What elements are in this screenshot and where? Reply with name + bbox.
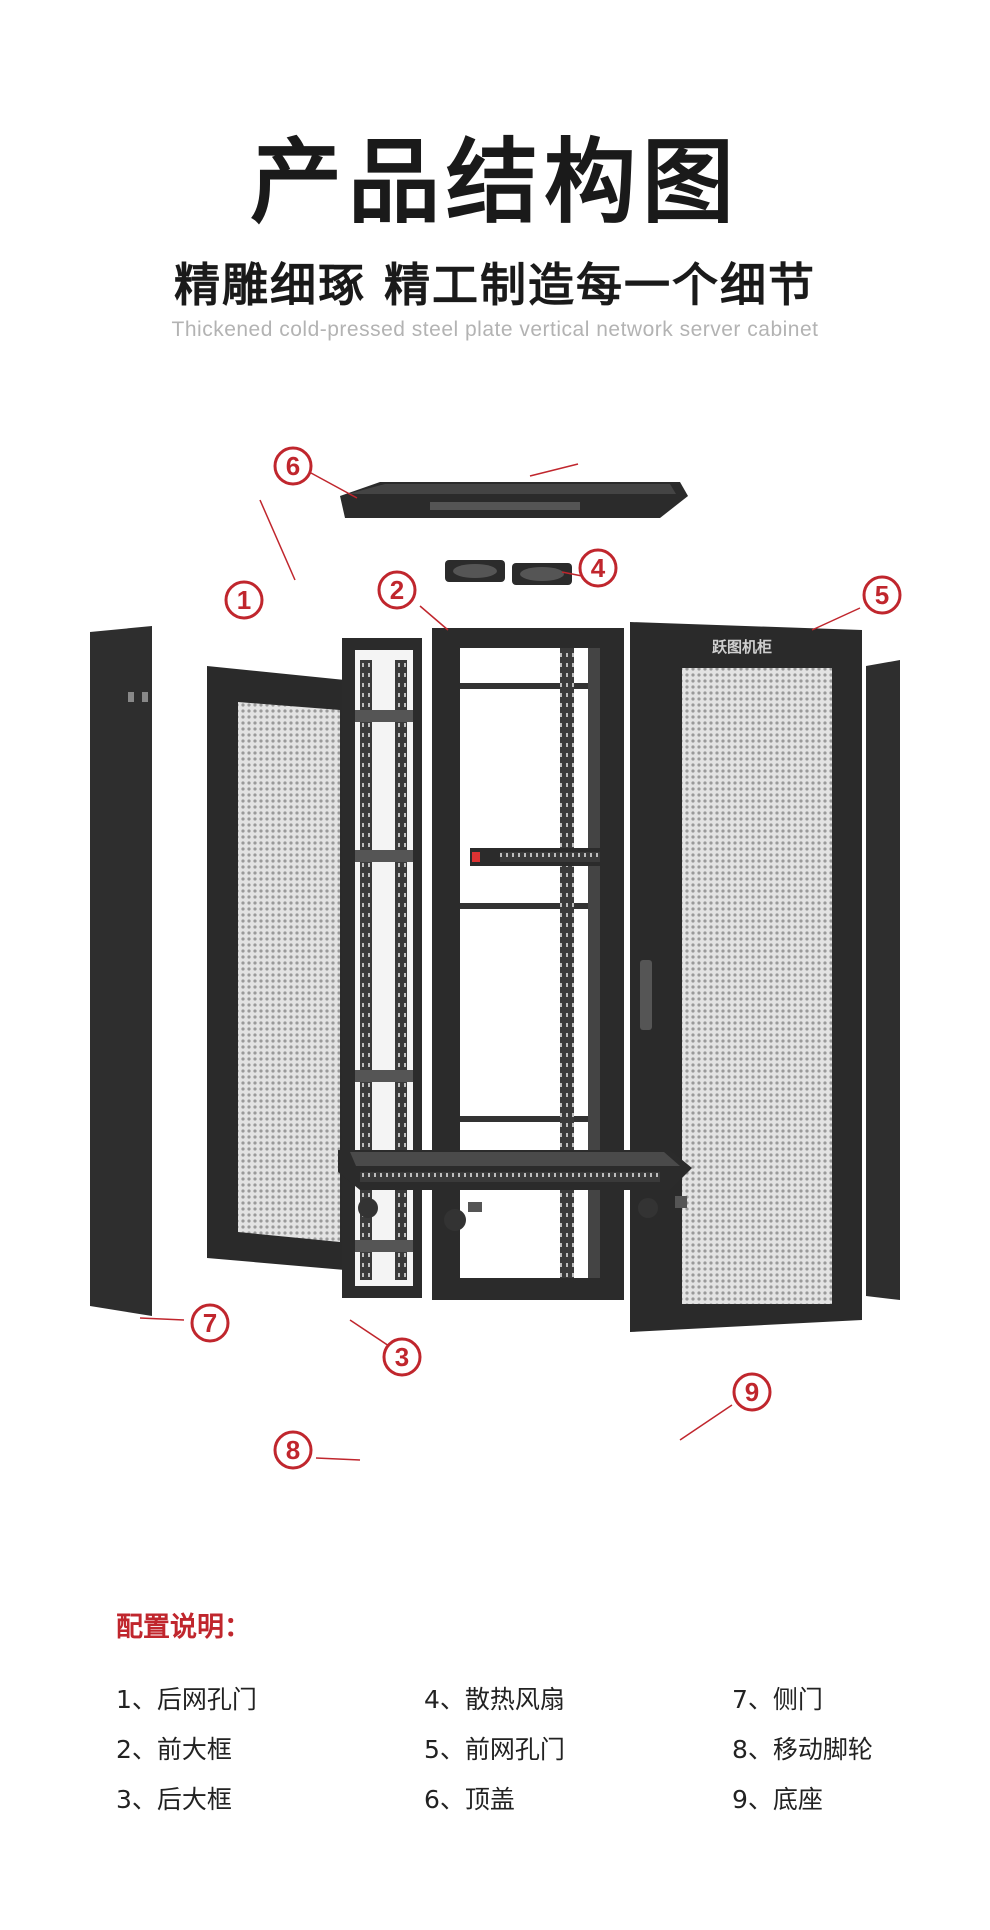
config-heading: 配置说明：: [116, 1612, 251, 1643]
svg-text:8: 8: [286, 1435, 300, 1465]
callout-5: 5: [862, 575, 902, 615]
front-frame: [432, 628, 624, 1300]
svg-text:3: 3: [395, 1342, 409, 1372]
rear-mesh-door: [207, 666, 345, 1270]
callout-6: 6: [273, 446, 313, 486]
legend-item-7: 7、侧门: [732, 1685, 823, 1714]
legend-item-2: 2、前大框: [116, 1735, 232, 1764]
cooling-fans: [445, 560, 572, 585]
callout-9: 9: [732, 1372, 772, 1412]
door-brand-text: 跃图机柜: [712, 638, 772, 656]
cabinet-exploded-diagram: 跃图机柜 6 4 1 2 5 7 3 8 9: [90, 446, 902, 1470]
casters: [358, 1196, 687, 1231]
rear-frame: [342, 638, 422, 1298]
front-mesh-door: 跃图机柜: [630, 622, 900, 1332]
callout-7: 7: [190, 1303, 230, 1343]
cabinet-base: [338, 1150, 692, 1190]
svg-text:5: 5: [875, 580, 889, 610]
side-door: [90, 626, 152, 1316]
callout-2: 2: [377, 570, 417, 610]
page-title: 产品结构图: [249, 129, 740, 236]
legend-item-4: 4、散热风扇: [424, 1685, 565, 1714]
legend-item-1: 1、后网孔门: [116, 1685, 257, 1714]
svg-text:4: 4: [591, 553, 606, 583]
top-cover: [340, 482, 688, 518]
callout-8: 8: [273, 1430, 313, 1470]
legend-item-9: 9、底座: [732, 1785, 823, 1814]
svg-text:7: 7: [203, 1308, 217, 1338]
legend-item-5: 5、前网孔门: [424, 1735, 565, 1764]
svg-text:6: 6: [286, 451, 300, 481]
callout-3: 3: [382, 1337, 422, 1377]
svg-text:9: 9: [745, 1377, 759, 1407]
callout-1: 1: [224, 580, 264, 620]
legend-item-3: 3、后大框: [116, 1785, 232, 1814]
page-subtitle: 精雕细琢 精工制造每一个细节: [173, 258, 816, 312]
legend-item-6: 6、顶盖: [424, 1785, 515, 1814]
svg-text:2: 2: [390, 575, 404, 605]
callout-4: 4: [578, 548, 618, 588]
english-caption: Thickened cold-pressed steel plate verti…: [171, 318, 819, 341]
legend-item-8: 8、移动脚轮: [732, 1735, 873, 1764]
svg-text:1: 1: [237, 585, 251, 615]
